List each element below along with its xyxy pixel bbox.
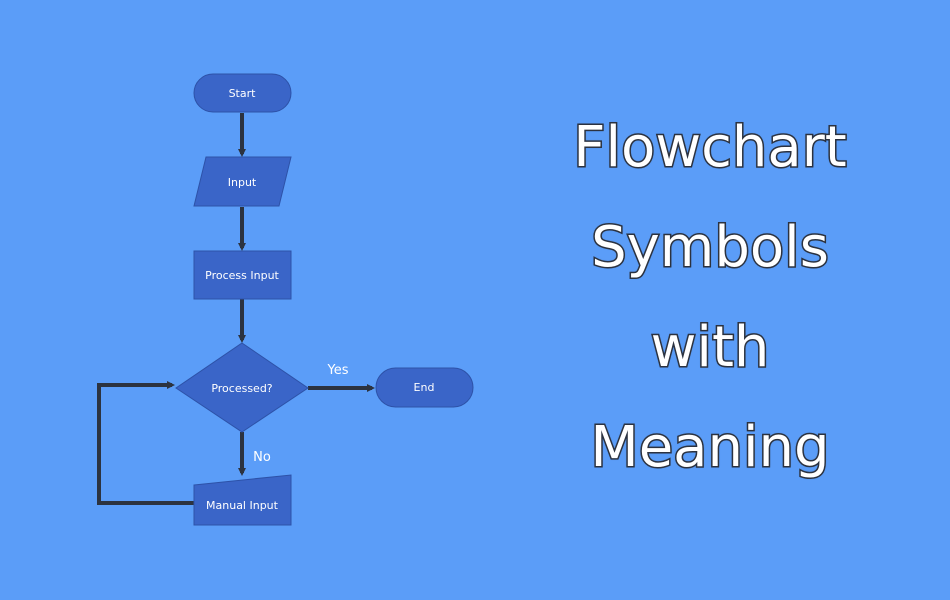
decision-diamond <box>175 342 309 433</box>
page-title: Flowchart Symbols with Meaning <box>520 98 900 498</box>
start-label: Start <box>229 87 257 100</box>
manual-input-label: Manual Input <box>206 499 279 512</box>
start-terminator <box>193 73 292 113</box>
process-rectangle <box>193 250 292 300</box>
end-label: End <box>414 381 435 394</box>
input-label: Input <box>228 176 257 189</box>
yes-edge-label: Yes <box>327 363 349 378</box>
decision-label: Processed? <box>211 382 272 395</box>
no-edge-label: No <box>253 450 271 465</box>
end-terminator <box>375 367 474 408</box>
title-line-4: Meaning <box>589 414 831 482</box>
title-line-3: with <box>649 314 771 382</box>
title-line-1: Flowchart <box>572 114 848 182</box>
process-label: Process Input <box>205 269 279 282</box>
arrow-manual-input-loop-back <box>97 381 195 505</box>
input-parallelogram <box>193 156 292 207</box>
manual-input-shape <box>193 474 292 526</box>
title-line-2: Symbols <box>590 214 831 282</box>
